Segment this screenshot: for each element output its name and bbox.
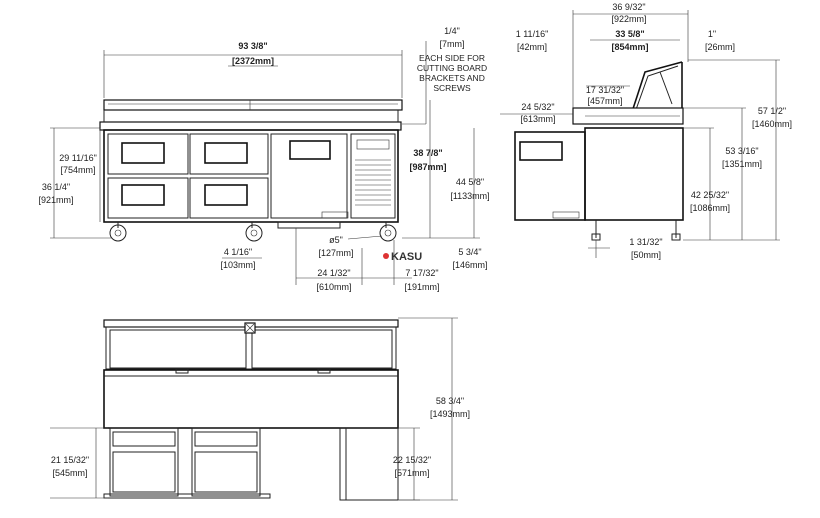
cutting-board-mm: [7mm] (439, 39, 464, 49)
cabinet-depth-mm: [613mm] (520, 114, 555, 124)
lid-height-mm: [1351mm] (722, 159, 762, 169)
overall-height-in: 44 5/8" (456, 177, 484, 187)
drawer-1 (107, 133, 189, 175)
louver-width-in: 7 17/32" (405, 268, 438, 278)
work-height-mm: [921mm] (38, 195, 73, 205)
foot-offset-in: 1 31/32" (629, 237, 662, 247)
drawer-2-handle (121, 184, 165, 206)
side-cabinet (584, 127, 684, 221)
front-width-in: 93 3/8" (238, 41, 267, 51)
top-view: 58 3/4" [1493mm] 21 15/32" [545mm] 22 15… (50, 317, 470, 501)
door-height-in: 38 7/8" (413, 148, 442, 158)
rail-depth-mm: [854mm] (611, 42, 648, 52)
drawer-1-handle (121, 142, 165, 164)
drawer-height-mm: [754mm] (60, 165, 95, 175)
caster-offset-in: 4 1/16" (224, 247, 252, 257)
door-handle (289, 140, 331, 160)
door-width-in: 24 1/32" (317, 268, 350, 278)
side-door-open (514, 131, 586, 221)
door-width-mm: [610mm] (316, 282, 351, 292)
side-view: 36 9/32" [922mm] 33 5/8" [854mm] 1 11/16… (500, 2, 792, 260)
top-offset-in: 1 11/16" (516, 29, 549, 39)
door-swing-mm: [571mm] (394, 468, 429, 478)
drawer-ext-mm: [545mm] (52, 468, 87, 478)
front-cabinet (103, 129, 399, 223)
side-depth-in: 36 9/32" (612, 2, 645, 12)
pan-depth-mm: [457mm] (587, 96, 622, 106)
watermark-dot (383, 253, 389, 259)
door-swing-in: 22 15/32" (393, 455, 431, 465)
open-depth-in: 58 3/4" (436, 396, 464, 406)
pan-depth-in: 17 31/32" (586, 85, 624, 95)
drawer-4 (189, 177, 269, 219)
front-view: 93 3/8" [2372mm] 1/4" [7mm] EACH SIDE FO… (38, 26, 489, 292)
cabinet-depth-in: 24 5/32" (521, 102, 554, 112)
drawer-3-handle (204, 142, 248, 164)
top-offset-mm: [42mm] (517, 42, 547, 52)
drawer-4-handle (204, 184, 248, 206)
top-drawer-1 (109, 427, 179, 497)
caster-height-in: 5 3/4" (458, 247, 481, 257)
front-door (270, 133, 348, 219)
top-body (103, 369, 399, 429)
cutting-board (99, 121, 402, 131)
foot-offset-mm: [50mm] (631, 250, 661, 260)
caster-height-mm: [146mm] (452, 260, 487, 270)
back-offset-mm: [26mm] (705, 42, 735, 52)
side-door-handle (519, 141, 563, 161)
caster-dia-in: ø5" (329, 235, 343, 245)
cutting-note-2: CUTTING BOARD (417, 63, 487, 73)
cutting-note-4: SCREWS (433, 83, 471, 93)
cutting-board-in: 1/4" (444, 26, 460, 36)
open-depth-mm: [1493mm] (430, 409, 470, 419)
cutting-note-3: BRACKETS AND (419, 73, 485, 83)
cutting-note-1: EACH SIDE FOR (419, 53, 485, 63)
front-top-rail (103, 99, 403, 111)
drawer-2 (107, 177, 189, 219)
drawer-3 (189, 133, 269, 175)
open-height-in: 57 1/2" (758, 106, 786, 116)
louver-width-mm: [191mm] (404, 282, 439, 292)
lid-height-in: 53 3/16" (725, 146, 758, 156)
rail-depth-in: 33 5/8" (615, 29, 644, 39)
top-door-swing (339, 427, 347, 501)
overall-height-mm: [1133mm] (450, 191, 489, 201)
caster-offset-mm: [103mm] (220, 260, 255, 270)
front-width-mm: [2372mm] (232, 56, 274, 66)
louver-panel (350, 133, 396, 219)
casters (109, 222, 397, 242)
top-drawer-2 (191, 427, 261, 497)
drawer-ext-in: 21 15/32" (51, 455, 89, 465)
watermark: KASU (391, 251, 422, 263)
rail-height-mm: [1086mm] (690, 203, 730, 213)
door-height-mm: [987mm] (409, 162, 446, 172)
side-depth-mm: [922mm] (611, 14, 646, 24)
work-height-in: 36 1/4" (42, 182, 70, 192)
back-offset-in: 1" (708, 29, 716, 39)
caster-dia-mm: [127mm] (318, 248, 353, 258)
rail-height-in: 42 25/32" (691, 190, 729, 200)
drawer-height-in: 29 11/16" (59, 153, 97, 163)
open-height-mm: [1460mm] (752, 119, 792, 129)
